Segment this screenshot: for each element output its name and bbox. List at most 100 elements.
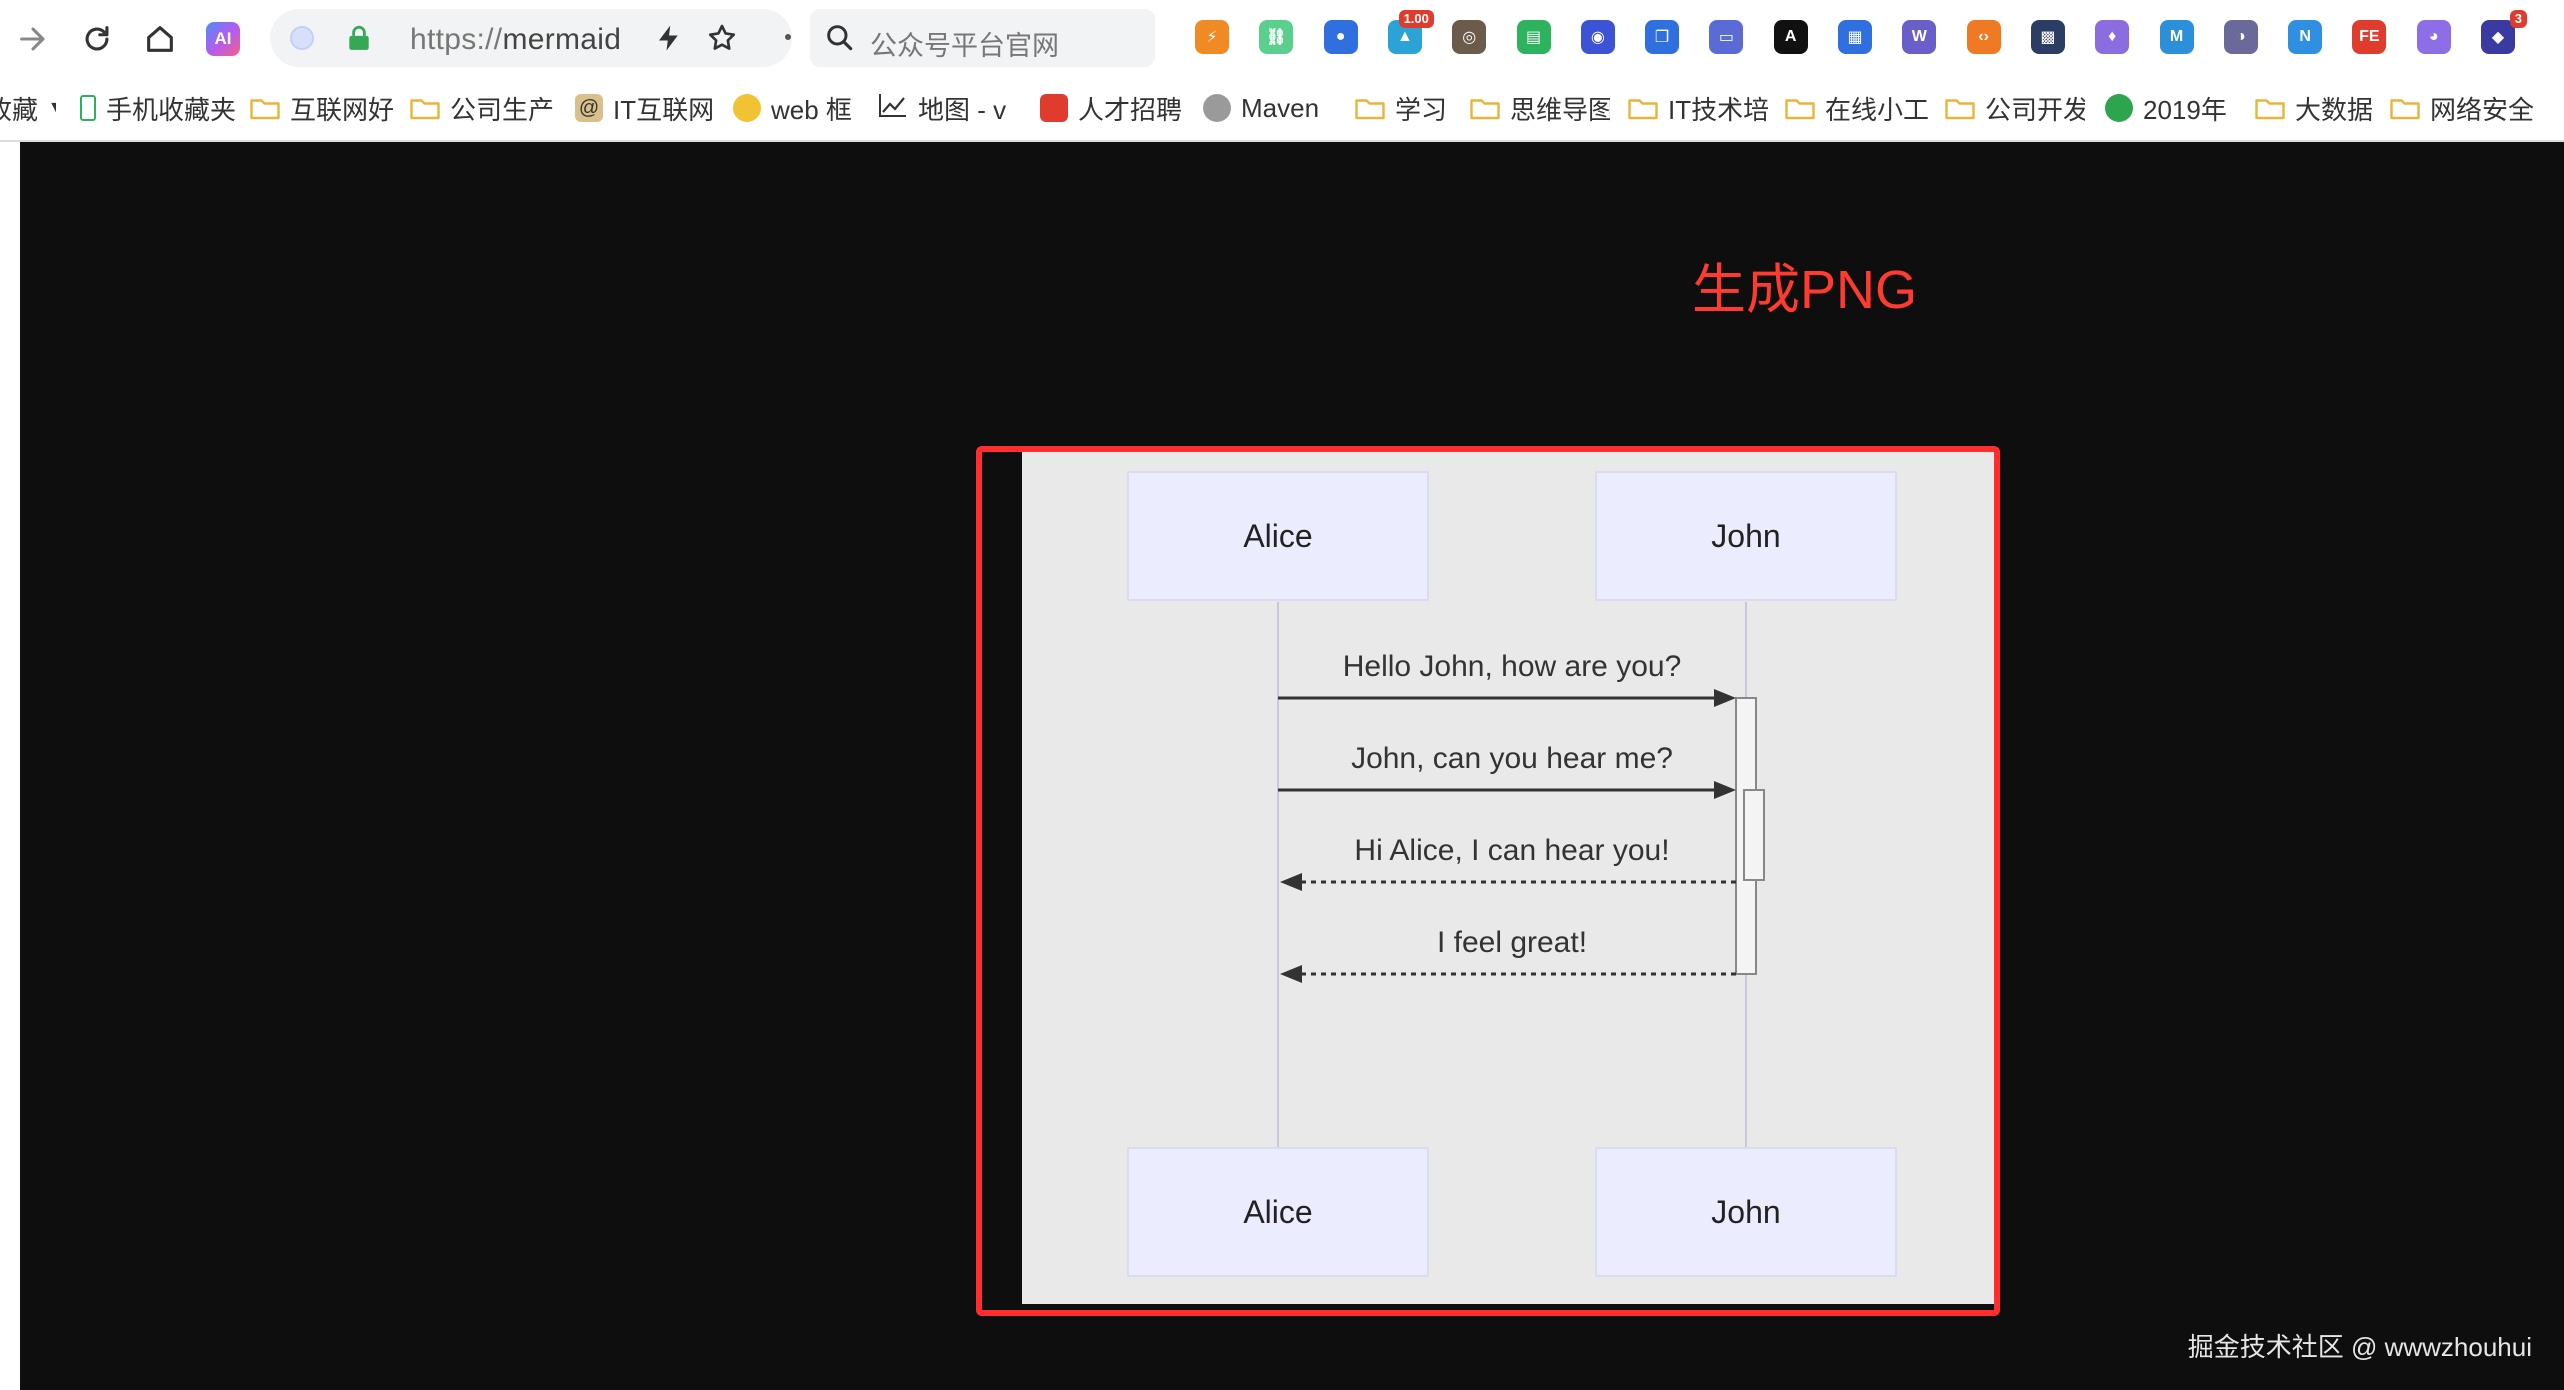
- bookmark-item[interactable]: 公司生产: [410, 76, 560, 140]
- bookmark-star-icon[interactable]: [706, 22, 738, 54]
- bookmark-item[interactable]: IT技术培: [1628, 76, 1768, 140]
- circle-blue-extension-icon[interactable]: ◉: [1580, 20, 1615, 54]
- forward-button[interactable]: [10, 16, 56, 62]
- window-extension-icon[interactable]: ▭: [1709, 20, 1744, 54]
- chart-icon: [878, 92, 908, 125]
- message-arrowhead: [1714, 689, 1736, 707]
- bookmark-item[interactable]: Maven: [1203, 76, 1333, 140]
- bookmark-item[interactable]: 2019年: [2105, 76, 2235, 140]
- message-label: Hi Alice, I can hear you!: [1354, 834, 1669, 867]
- grid-extension-icon[interactable]: ▩: [2030, 20, 2065, 54]
- bookmark-label: 大数据: [2295, 94, 2374, 125]
- blue-dot-extension-icon[interactable]: ●: [1323, 20, 1358, 54]
- globe-icon: [1203, 94, 1231, 122]
- link-extension-icon[interactable]: ⛓: [1259, 20, 1294, 54]
- lock-icon[interactable]: [346, 24, 372, 52]
- bookmark-item[interactable]: 大数据: [2255, 76, 2375, 140]
- actor-label-john: John: [1711, 518, 1780, 554]
- bookmark-label: 网络安全: [2430, 94, 2535, 125]
- bookmark-item[interactable]: 思维导图: [1470, 76, 1610, 140]
- bookmark-item[interactable]: 在线小工: [1785, 76, 1930, 140]
- bookmark-item[interactable]: 手机收藏夹: [80, 76, 240, 140]
- folder-icon: [1470, 96, 1500, 120]
- bolt-extension-glyph: ⚡: [1206, 29, 1218, 46]
- message-label: John, can you hear me?: [1351, 742, 1673, 775]
- book-extension-icon[interactable]: ▤: [1516, 20, 1551, 54]
- bookmark-item[interactable]: 收藏▼: [0, 76, 56, 140]
- bookmark-label: 2019年: [2143, 94, 2227, 125]
- annotation-label: 生成PNG: [1692, 260, 1918, 320]
- diamond-extension-icon[interactable]: ◆3: [2481, 10, 2527, 54]
- bookmark-item[interactable]: 地图 - v: [878, 76, 1028, 140]
- message-label: I feel great!: [1437, 926, 1587, 959]
- a-black-extension-icon[interactable]: A: [1773, 20, 1808, 54]
- folder-icon: [410, 96, 440, 120]
- n-extension-icon[interactable]: N: [2288, 20, 2323, 54]
- activation-bar-inner: [1743, 789, 1765, 881]
- message-arrowhead: [1280, 965, 1302, 983]
- file-extension-glyph: ▦: [1847, 29, 1863, 46]
- copy-extension-icon[interactable]: ❐: [1645, 20, 1680, 54]
- n-extension-glyph: N: [2299, 28, 2311, 45]
- file-extension-icon[interactable]: ▦: [1838, 20, 1872, 54]
- actor-label-john: John: [1711, 1194, 1780, 1230]
- url-scheme: https://: [410, 23, 503, 56]
- bookmark-item[interactable]: 人才招聘: [1040, 76, 1190, 140]
- search-box[interactable]: 公众号平台官网: [810, 9, 1155, 67]
- ws-extension-icon[interactable]: W: [1902, 20, 1937, 54]
- url-host: mermaid: [502, 23, 622, 56]
- bookmark-label: 思维导图: [1510, 94, 1610, 125]
- m-extension-icon[interactable]: M: [2159, 20, 2194, 54]
- site-info-icon[interactable]: [290, 26, 314, 50]
- bolt-icon[interactable]: [654, 23, 684, 53]
- message-arrowhead: [1714, 781, 1736, 799]
- diamond-extension-badge: 3: [2509, 10, 2527, 28]
- code-extension-glyph: ‹›: [1978, 28, 1989, 45]
- extensions-row: ⚡ ⛓ ● ▲1.00 ◎ ▤ ◉ ❐ ▭ A ▦ W ‹› ▩ ♦ M ◑ N FE ◕ ◆3: [1175, 10, 2564, 64]
- circle-blue-extension-glyph: ◉: [1590, 29, 1605, 46]
- crystal-extension-glyph: ♦: [2108, 28, 2117, 45]
- bookmark-item[interactable]: @IT互联网: [575, 76, 715, 140]
- bookmark-label: 人才招聘: [1078, 94, 1183, 125]
- bolt-extension-icon[interactable]: ⚡: [1195, 20, 1229, 54]
- chat-extension-icon[interactable]: ◕: [2416, 20, 2451, 54]
- bookmark-item[interactable]: 公司开发: [1945, 76, 2085, 140]
- eyes-extension-icon[interactable]: ◑: [2223, 20, 2258, 54]
- actor-label-alice: Alice: [1243, 1194, 1312, 1230]
- bookmark-label: IT互联网: [613, 94, 715, 125]
- reload-button[interactable]: [74, 16, 120, 62]
- bookmark-item[interactable]: 互联网好: [250, 76, 395, 140]
- highlight-frame: [976, 446, 2000, 1316]
- address-bar[interactable]: https://mermaid: [270, 9, 792, 67]
- toolbar-separator-dot: [785, 34, 791, 40]
- crystal-extension-icon[interactable]: ♦: [2095, 20, 2130, 54]
- home-icon: [147, 26, 173, 52]
- grid-extension-glyph: ▩: [2040, 29, 2056, 46]
- ws-extension-glyph: W: [1911, 28, 1927, 45]
- folder-icon: [2255, 96, 2285, 120]
- badge-extension-glyph: ▲: [1396, 28, 1413, 45]
- folder-icon: [1628, 96, 1658, 120]
- watermark: 掘金技术社区 @ wwwzhouhui: [2187, 1332, 2532, 1362]
- reload-icon: [85, 26, 109, 51]
- bookmark-item[interactable]: web 框: [733, 76, 863, 140]
- home-button[interactable]: [137, 16, 183, 62]
- bookmark-item[interactable]: 学习: [1355, 76, 1455, 140]
- badge-extension-icon[interactable]: ▲1.00: [1387, 10, 1434, 54]
- browser-toolbar: AI https://mermaid 公众号平台官网 ⚡ ⛓ ● ▲1.00 ◎ ▤ ◉ ❐ ▭…: [0, 0, 2564, 76]
- ai-assistant-button[interactable]: AI: [200, 16, 246, 62]
- wheel-extension-icon[interactable]: ◎: [1452, 20, 1487, 54]
- chat-extension-glyph: ◕: [2428, 28, 2439, 45]
- actor-label-alice: Alice: [1243, 518, 1312, 554]
- code-extension-icon[interactable]: ‹›: [1966, 20, 2001, 54]
- search-placeholder: 公众号平台官网: [870, 31, 1059, 61]
- badge-extension-badge: 1.00: [1398, 10, 1434, 28]
- bookmark-item[interactable]: 网络安全: [2390, 76, 2564, 140]
- fe-extension-icon[interactable]: FE: [2352, 20, 2387, 54]
- actor-box-bottom-john: [1595, 1147, 1897, 1277]
- url-text[interactable]: https://mermaid: [410, 23, 621, 57]
- folder-icon: [250, 96, 280, 120]
